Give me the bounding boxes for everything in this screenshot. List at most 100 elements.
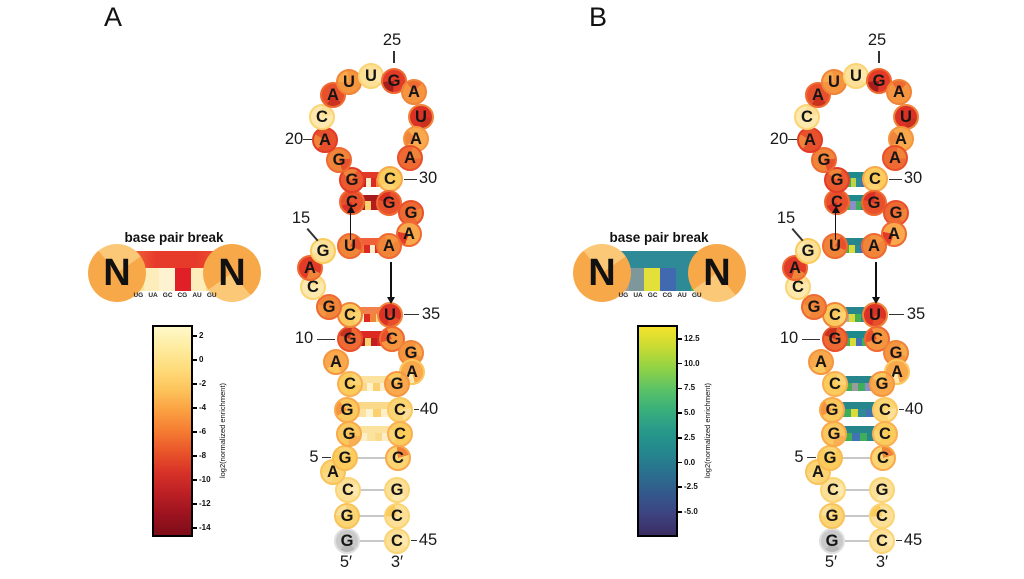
nucleotide-A26: A (886, 79, 912, 105)
nucleotide-letter: C (346, 192, 358, 211)
colorbar-tick-mark (193, 455, 197, 457)
nucleotide-letter: C (391, 531, 403, 550)
nucleotide-letter: C (876, 506, 888, 525)
arrow-line (349, 213, 352, 240)
nucleotide-A9: A (323, 349, 349, 375)
nucleotide-letter: G (825, 531, 839, 550)
colorbar-tick-mark (193, 335, 197, 337)
position-label-line (414, 408, 419, 410)
nucleotide-G6: G (336, 421, 362, 447)
legend-n-circle-right: N (203, 244, 261, 302)
position-label-35: 35 (906, 305, 926, 323)
legend-pair-label: CG (662, 292, 673, 299)
bond-break-segment (850, 408, 859, 417)
nucleotide-letter: U (900, 107, 912, 126)
nucleotide-C44: C (869, 503, 895, 529)
bond-break-band (840, 194, 871, 201)
nucleotide-letter: U (829, 236, 841, 255)
legend-pair-label: UA (148, 292, 158, 299)
nucleotide-letter: U (344, 236, 356, 255)
nucleotide-letter: G (387, 71, 401, 90)
nucleotide-A20: A (797, 127, 823, 153)
nucleotide-letter: A (789, 258, 801, 277)
bond-break-segment (365, 178, 371, 187)
legend-pair-segment-CG (660, 268, 676, 291)
colorbar-tick-mark (193, 407, 197, 409)
legend-n-label: N (588, 252, 616, 294)
bond-break-segment (370, 313, 376, 322)
position-label-line (393, 51, 395, 63)
colorbar-tick-label: 10.0 (684, 358, 700, 368)
bond-break-segment (364, 313, 371, 322)
position-label-line (889, 313, 904, 315)
nucleotide-C8: C (337, 371, 363, 397)
legend-pair-segment-UA (628, 268, 645, 291)
position-label-10: 10 (779, 329, 799, 347)
colorbar-tick-mark (193, 527, 197, 529)
legend-pair-segment-GC (644, 268, 661, 291)
legend-n-label: N (218, 252, 246, 294)
nucleotide-letter: C (344, 374, 356, 393)
legend-pair-label: GC (647, 292, 658, 299)
position-label-line (788, 138, 797, 140)
nucleotide-A20: A (312, 127, 338, 153)
bond-break-segment (381, 408, 390, 417)
legend-n-label: N (103, 252, 131, 294)
legend-title: base pair break (124, 230, 224, 245)
position-label-30: 30 (903, 169, 923, 187)
nucleotide-letter: A (889, 148, 901, 167)
nucleotide-letter: U (384, 305, 396, 324)
bond-break-segment (858, 382, 866, 391)
bond-break-segment (858, 408, 867, 417)
nucleotide-A9: A (808, 349, 834, 375)
legend-pair-segment-AU (675, 268, 692, 291)
nucleotide-letter: A (404, 148, 416, 167)
nucleotide-U35: U (377, 302, 403, 328)
nucleotide-G15: G (310, 238, 336, 264)
legend-pair-segment-CG (175, 268, 191, 291)
nucleotide-letter: A (330, 352, 342, 371)
bond-break-segment (359, 382, 367, 391)
colorbar-tick-mark (678, 338, 682, 340)
bond-break-band (835, 402, 882, 409)
position-label-line (322, 456, 331, 458)
position-label-line (303, 138, 312, 140)
bond-break-segment (373, 408, 382, 417)
legend-pair-label: AU (677, 292, 687, 299)
nucleotide-letter: A (327, 462, 339, 481)
nucleotide-letter: G (342, 424, 356, 443)
nucleotide-letter: U (365, 66, 377, 85)
bond-break-segment (849, 313, 856, 322)
nucleotide-C30: C (862, 166, 888, 192)
colorbar-tick-label: -8 (199, 451, 207, 460)
nucleotide-G37: G (398, 340, 424, 366)
nucleotide-G43: G (384, 477, 410, 503)
position-label-40: 40 (904, 400, 924, 418)
nucleotide-letter: C (829, 305, 841, 324)
nucleotide-letter: C (876, 531, 888, 550)
bond-break-segment (365, 201, 371, 210)
bond-break-band (353, 307, 387, 314)
colorbar-tick-mark (193, 359, 197, 361)
nucleotide-letter: A (319, 130, 331, 149)
legend-pair-label: GC (162, 292, 173, 299)
bond-break-band (352, 426, 397, 433)
nucleotide-C44: C (384, 503, 410, 529)
nucleotide-letter: A (408, 82, 420, 101)
nucleotide-letter: C (307, 277, 319, 296)
arrow-line (390, 262, 392, 297)
position-label-5: 5 (794, 448, 804, 466)
colorbar-tick-label: -14 (199, 523, 211, 532)
bond-break-segment (867, 432, 875, 441)
colorbar-tick-mark (678, 461, 682, 464)
position-label-line (404, 313, 419, 315)
legend-break-band (613, 251, 707, 268)
legend-n-label: N (703, 252, 731, 294)
nucleotide-letter: G (872, 71, 886, 90)
nucleotide-letter: G (867, 193, 881, 212)
nucleotide-letter: G (404, 203, 418, 222)
nucleotide-letter: C (386, 329, 398, 348)
colorbar-axis-label: log2(normalized enrichment) (218, 325, 227, 537)
arrow-line (875, 262, 877, 297)
nucleotide-letter: G (382, 193, 396, 212)
